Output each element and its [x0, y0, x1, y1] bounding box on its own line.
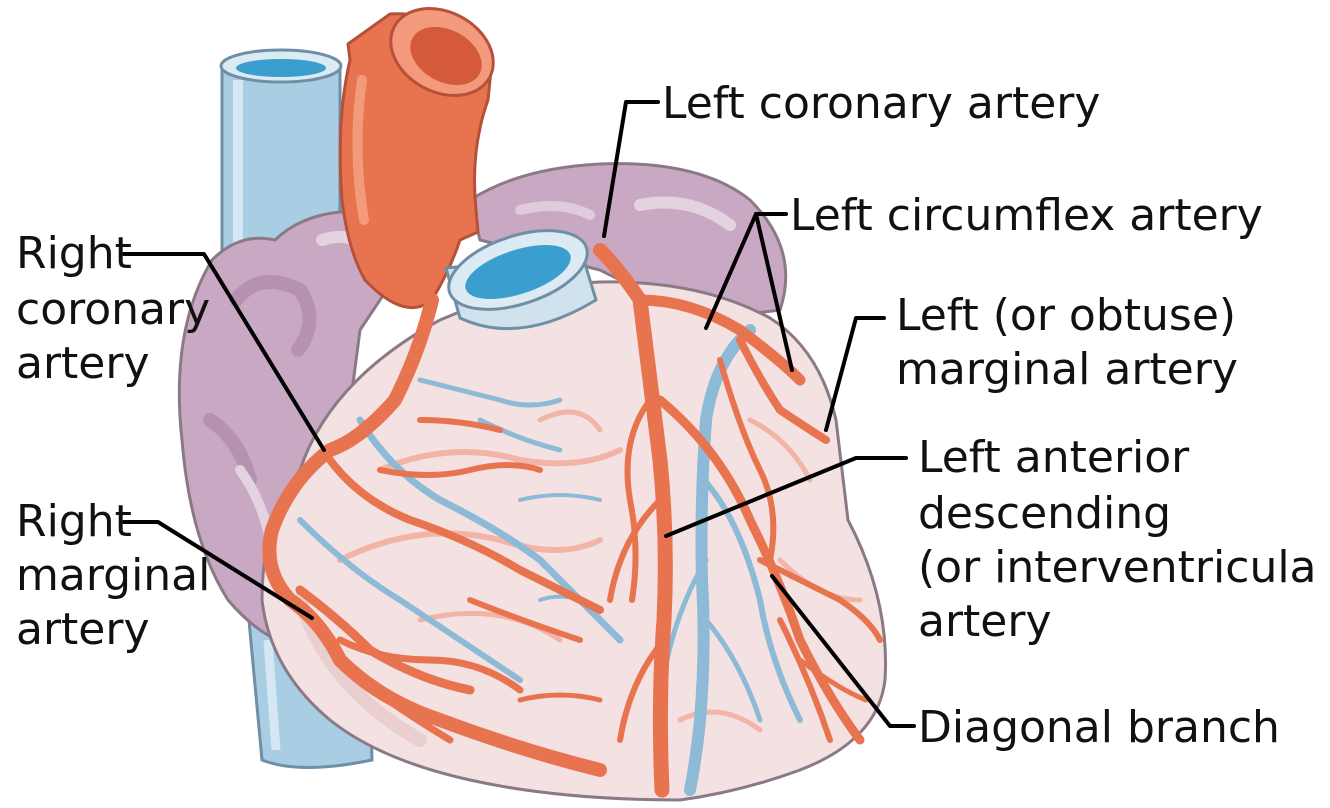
label-right-marginal-line-2: marginal: [16, 550, 210, 601]
label-right-coronary-line-3: artery: [16, 338, 150, 389]
label-lad-line-1: Left anterior: [918, 432, 1190, 483]
label-left-coronary-artery: Left coronary artery: [662, 78, 1100, 129]
label-lad-line-4: artery: [918, 596, 1052, 647]
label-right-coronary-line-2: coronary: [16, 284, 210, 335]
label-left-circumflex-artery: Left circumflex artery: [790, 190, 1263, 241]
label-lad-line-3: (or interventricula: [918, 542, 1317, 593]
label-right-coronary-line-1: Right: [16, 228, 132, 279]
label-left-marginal-artery-line-1: Left (or obtuse): [896, 290, 1236, 341]
label-right-marginal-line-1: Right: [16, 496, 132, 547]
label-right-marginal-line-3: artery: [16, 604, 150, 655]
label-lad-line-2: descending: [918, 488, 1171, 539]
label-left-marginal-artery-line-2: marginal artery: [896, 344, 1238, 395]
label-diagonal-branch: Diagonal branch: [918, 702, 1280, 753]
